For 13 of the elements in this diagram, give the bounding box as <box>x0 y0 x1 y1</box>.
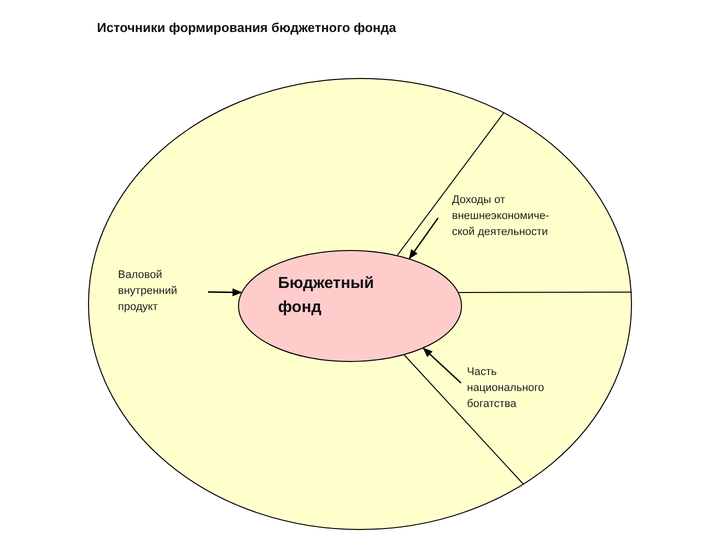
fund-label: Бюджетный фонд <box>278 274 375 318</box>
arrow <box>408 218 439 260</box>
source-label: Валовой внутренний продукт <box>118 267 202 315</box>
outer-ellipse <box>88 78 632 530</box>
divider-line <box>458 292 632 293</box>
arrow <box>208 288 242 296</box>
divider-line <box>404 354 524 485</box>
arrow <box>422 348 462 384</box>
source-label: Доходы от внешнеэкономиче-ской деятельности <box>452 192 564 240</box>
divider-line <box>396 112 505 256</box>
diagram-title: Источники формирования бюджетного фонда <box>97 20 396 35</box>
fund-ellipse <box>238 250 462 362</box>
source-label: Часть национального богатства <box>467 364 562 412</box>
